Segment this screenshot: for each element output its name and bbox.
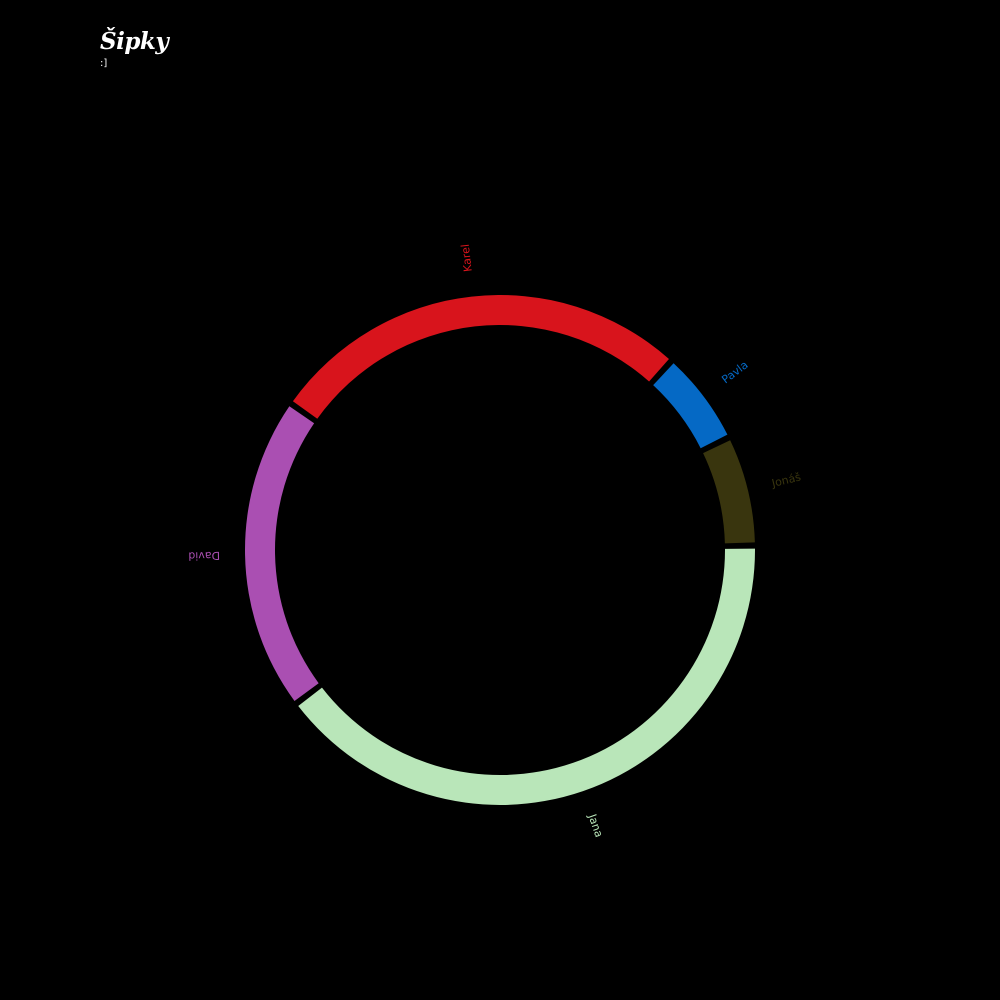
page-title: Šipky: [100, 28, 169, 55]
ring-segments: [245, 294, 756, 806]
ring-label-jonas: Jonáš: [770, 470, 803, 490]
ring-segment-pavla[interactable]: [653, 363, 728, 449]
ring-segment-jonas[interactable]: [703, 440, 755, 544]
header: Šipky :]: [100, 28, 169, 70]
ring-segment-jana[interactable]: [298, 548, 756, 806]
ring-label-jana: Jana: [585, 812, 605, 840]
ring-label-david: David: [188, 549, 220, 563]
ring-segment-karel[interactable]: [292, 294, 669, 419]
ring-label-karel: Karel: [459, 243, 475, 272]
ring-segment-david[interactable]: [245, 406, 319, 701]
page-subtitle: :]: [100, 58, 108, 69]
ring-label-pavla: Pavla: [719, 358, 750, 386]
